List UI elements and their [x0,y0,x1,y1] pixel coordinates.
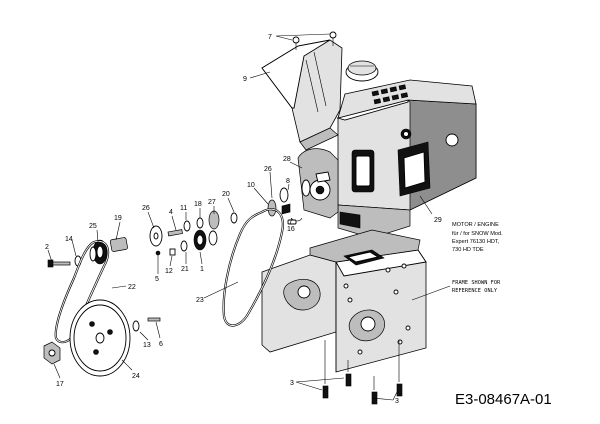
callout-8: 8 [286,178,290,185]
callout-14: 14 [65,236,73,243]
drawing-number: E3-08467A-01 [455,391,552,408]
idler-assembly [149,210,238,268]
callout-16: 16 [287,226,295,233]
callout-4: 4 [169,209,173,216]
callout-9: 9 [243,76,247,83]
callout-24: 24 [132,373,140,380]
frame [261,229,427,373]
leader-lines [47,33,451,401]
callout-25: 25 [89,223,97,230]
motor-label-line2: für / for SNOW Mod. [452,231,503,237]
callout-21: 21 [181,266,189,273]
belt-23 [222,208,284,327]
callout-26-upper: 26 [264,166,272,173]
callout-10: 10 [247,182,255,189]
motor-engine-label: MOTOR / ENGINE für / for SNOW Mod. Exper… [452,222,503,253]
motor-label-line4: 730 HD TDE [452,247,484,253]
callout-27: 27 [208,199,216,206]
callout-1: 1 [200,266,204,273]
callout-18: 18 [194,201,202,208]
callout-12: 12 [165,268,173,275]
belt-22 [54,240,110,344]
drive-pulley [47,237,128,268]
engine [336,60,477,239]
callout-2: 2 [45,244,49,251]
callout-7: 7 [268,34,272,41]
callout-29: 29 [434,217,442,224]
motor-label-line3: Expert 76130 HDT, [452,239,500,245]
callout-5: 5 [155,276,159,283]
callout-26-lower: 26 [142,205,150,212]
large-pulley-24 [43,299,161,377]
callout-13: 13 [143,342,151,349]
callout-11: 11 [180,205,187,212]
callout-17: 17 [56,381,64,388]
belt-cover [261,31,343,151]
callouts: 7 9 28 26 8 10 20 27 18 11 4 26 19 25 14… [45,34,442,405]
callout-20: 20 [222,191,230,198]
frame-note-line2: REFERENCE ONLY [452,288,498,294]
motor-label-line1: MOTOR / ENGINE [452,222,499,228]
callout-19: 19 [114,215,122,222]
bolts-3 [322,340,403,405]
callout-3-right: 3 [395,398,399,405]
frame-note-line1: FRAME SHOWN FOR [452,280,501,286]
frame-reference-note: FRAME SHOWN FOR REFERENCE ONLY [452,280,501,294]
callout-6: 6 [159,341,163,348]
callout-3-left: 3 [290,380,294,387]
callout-22: 22 [128,284,136,291]
callout-28: 28 [283,156,291,163]
callout-23: 23 [196,297,204,304]
